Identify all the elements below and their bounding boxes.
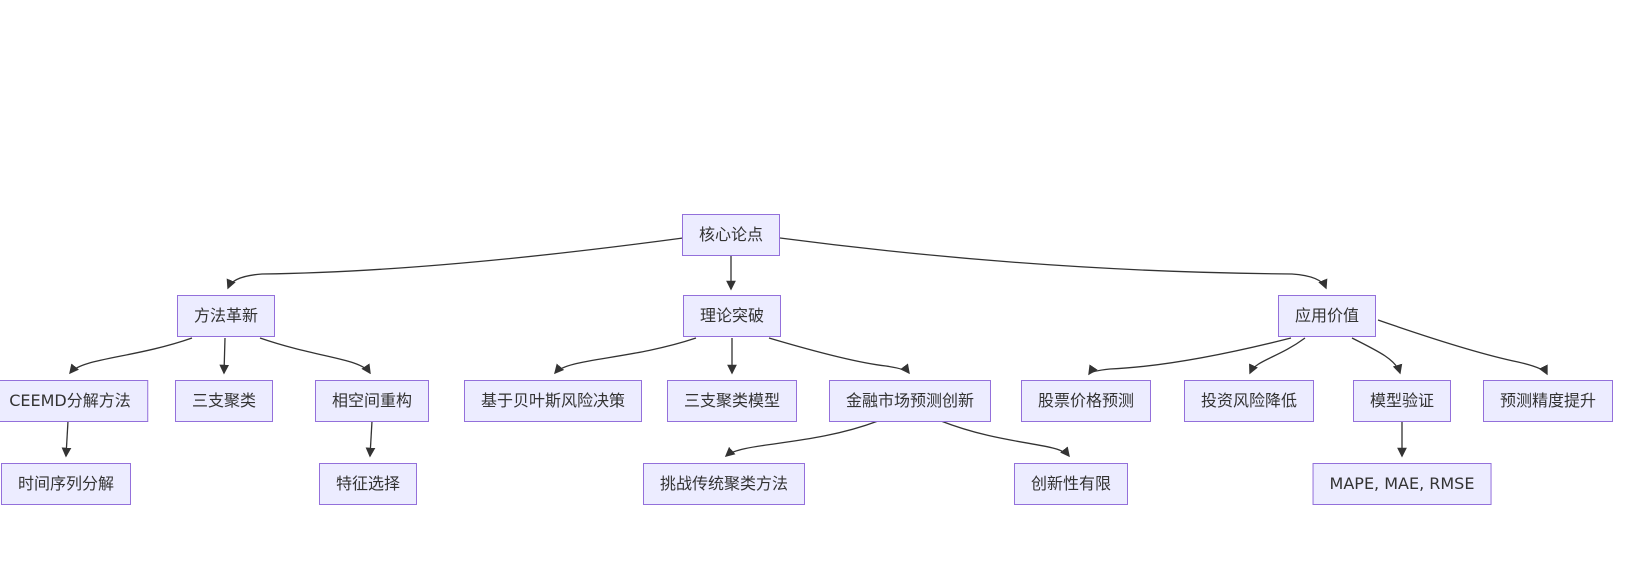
edge-phase-space-to-feature-selection bbox=[365, 420, 376, 458]
edge-ceemd-to-time-series bbox=[61, 420, 72, 458]
node-theory-breakthrough: 理论突破 bbox=[682, 295, 782, 337]
edge-finance-innovation-to-limited-innovation bbox=[940, 420, 1070, 458]
edge-method-to-three-way bbox=[219, 337, 230, 375]
node-bayesian-risk-decision: 基于贝叶斯风险决策 bbox=[463, 380, 643, 422]
node-ceemd-decomposition: CEEMD分解方法 bbox=[0, 380, 148, 422]
node-financial-market-prediction-innovation: 金融市场预测创新 bbox=[828, 380, 992, 422]
node-application-value: 应用价值 bbox=[1277, 295, 1377, 337]
edge-theory-to-finance-innovation bbox=[768, 337, 910, 375]
edge-application-to-model-validation bbox=[1351, 337, 1403, 375]
edge-application-to-risk-reduction bbox=[1249, 337, 1306, 375]
edge-finance-innovation-to-challenge-clustering bbox=[724, 420, 879, 457]
node-error-metrics: MAPE, MAE, RMSE bbox=[1312, 463, 1492, 505]
edge-method-to-ceemd bbox=[69, 337, 193, 375]
edge-core-to-application bbox=[779, 237, 1328, 290]
node-phase-space-reconstruction: 相空间重构 bbox=[314, 380, 430, 422]
node-feature-selection: 特征选择 bbox=[318, 463, 418, 505]
node-limited-innovation: 创新性有限 bbox=[1013, 463, 1129, 505]
node-model-validation: 模型验证 bbox=[1352, 380, 1452, 422]
edge-application-to-accuracy-improvement bbox=[1377, 319, 1548, 376]
node-prediction-accuracy-improvement: 预测精度提升 bbox=[1482, 380, 1614, 422]
edge-core-to-method bbox=[226, 237, 684, 290]
node-stock-price-prediction: 股票价格预测 bbox=[1020, 380, 1152, 422]
node-investment-risk-reduction: 投资风险降低 bbox=[1183, 380, 1315, 422]
node-time-series-decomposition: 时间序列分解 bbox=[0, 463, 132, 505]
node-challenge-traditional-clustering: 挑战传统聚类方法 bbox=[642, 463, 806, 505]
edge-application-to-stock-prediction bbox=[1088, 337, 1292, 376]
node-core-thesis: 核心论点 bbox=[681, 214, 781, 256]
node-three-way-clustering-model: 三支聚类模型 bbox=[666, 380, 798, 422]
node-three-way-clustering: 三支聚类 bbox=[174, 380, 274, 422]
edge-method-to-phase-space bbox=[259, 337, 371, 375]
edge-theory-to-bayes bbox=[554, 337, 697, 375]
node-method-innovation: 方法革新 bbox=[176, 295, 276, 337]
